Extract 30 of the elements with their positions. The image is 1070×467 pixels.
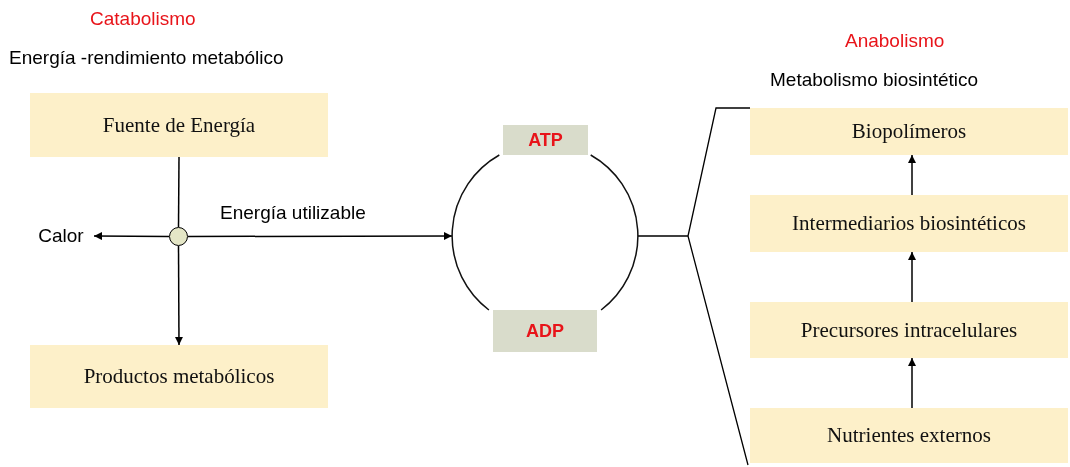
arrow	[187, 232, 453, 240]
process-box	[30, 93, 328, 157]
box-text: Productos metabólicos	[83, 364, 275, 389]
section-subtitle: Energía -rendimiento metabólico	[9, 47, 284, 69]
tag-text: ADP	[526, 320, 564, 342]
box-text: Intermediarios biosintéticos	[792, 211, 1026, 236]
connector-line	[177, 156, 180, 228]
arrow	[174, 245, 183, 346]
section-heading: Anabolismo	[845, 30, 945, 52]
junction-circle	[169, 227, 188, 246]
output-label: Calor	[38, 225, 84, 247]
box-text: Biopolímeros	[851, 119, 967, 144]
process-box	[750, 408, 1068, 463]
box-text: Fuente de Energía	[102, 112, 256, 138]
box-text: Nutrientes externos	[827, 423, 991, 448]
process-box	[750, 108, 1068, 155]
arrow	[908, 357, 916, 409]
energy-tag	[493, 310, 597, 352]
box-text: Precursores intracelulares	[800, 317, 1018, 343]
process-box	[30, 345, 328, 408]
arrow	[93, 232, 170, 241]
section-subtitle: Metabolismo biosintético	[770, 69, 979, 91]
arrow	[908, 154, 916, 196]
process-box	[750, 195, 1068, 252]
energy-tag	[503, 125, 588, 155]
edge-label: Energía utilizable	[220, 202, 366, 224]
tag-text: ATP	[528, 129, 563, 151]
process-box	[750, 302, 1068, 358]
section-heading: Catabolismo	[90, 8, 196, 30]
arrow	[908, 251, 916, 303]
